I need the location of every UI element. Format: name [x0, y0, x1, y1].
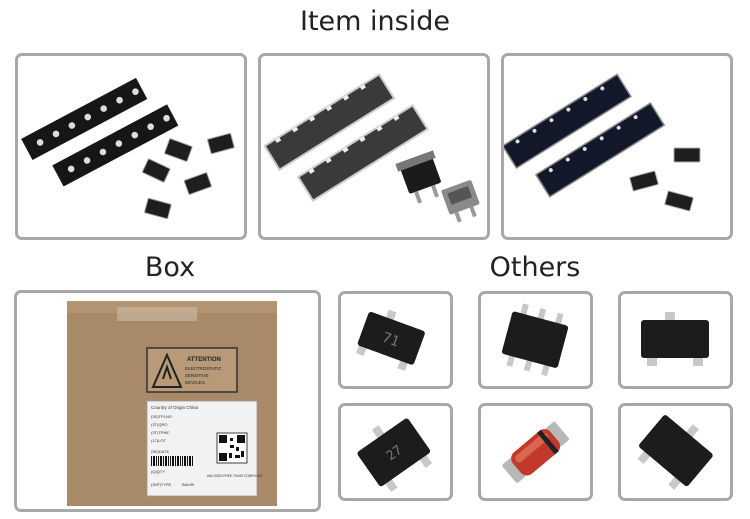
- item-photo-sot23-tape-2: [501, 53, 733, 240]
- item-photo-sot23-tape: [15, 53, 247, 240]
- box-type-value: BAV99: [182, 482, 195, 487]
- heading-item-inside: Item inside: [300, 6, 450, 37]
- heading-others: Others: [489, 252, 581, 283]
- sot23-chip-angled-image: 27: [357, 418, 433, 493]
- box-compliance-text: HALOGEN FREE / RoHS COMPLIANT: [207, 474, 263, 478]
- sot23-chip-image: 71: [356, 309, 425, 371]
- others-photo-sot363: [478, 291, 593, 389]
- others-photo-sot23-marked: 71: [338, 291, 453, 389]
- others-photo-minimelf-diode: [478, 403, 593, 501]
- box-warning-line: ELECTROSTATIC: [185, 366, 222, 371]
- box-warning-line: DEVICES: [185, 380, 205, 385]
- box-label-line: (3T)TPMC: [151, 430, 170, 435]
- box-label-line: (3T)QRO: [151, 422, 167, 427]
- item-photo-dpak-tape: [258, 53, 490, 240]
- esd-warning-icon: [151, 352, 183, 388]
- qr-code-icon: [216, 432, 248, 464]
- chip-marking-text: 27: [384, 443, 405, 464]
- box-label-line: (Q)QTY: [151, 469, 165, 474]
- others-photo-sot23-plain: [618, 291, 733, 389]
- chip-marking-text: 71: [380, 330, 401, 351]
- heading-box: Box: [144, 252, 196, 283]
- dpak-tape-image: [263, 73, 480, 223]
- box-photo: ATTENTION ELECTROSTATIC SENSITIVE DEVICE…: [14, 290, 321, 512]
- box-label-line: (3S)TPLNO: [151, 414, 172, 419]
- sot23-tape-image: [21, 77, 235, 220]
- sot23-tape-image-2: [504, 73, 701, 212]
- sot23-chip-plain-image: [641, 312, 709, 366]
- box-attention-text: ATTENTION: [187, 357, 221, 363]
- others-photo-sot23-angled: 27: [338, 403, 453, 501]
- minimelf-diode-image: [502, 421, 569, 483]
- sot23-chip-diagonal-image: [637, 415, 713, 490]
- box-label-line: (17)LOT: [151, 438, 166, 443]
- cardboard-box-image: ATTENTION ELECTROSTATIC SENSITIVE DEVICE…: [67, 301, 277, 506]
- box-country-text: Country of Origin China: [151, 405, 199, 410]
- barcode-icon: [151, 456, 193, 466]
- box-label-line: (9D)DATE: [151, 449, 169, 454]
- others-photo-sot23-diagonal: [618, 403, 733, 501]
- sot363-chip-image: [502, 303, 569, 377]
- box-warning-line: SENSITIVE: [185, 373, 209, 378]
- box-label-line: (30P)TYPE: [151, 482, 172, 487]
